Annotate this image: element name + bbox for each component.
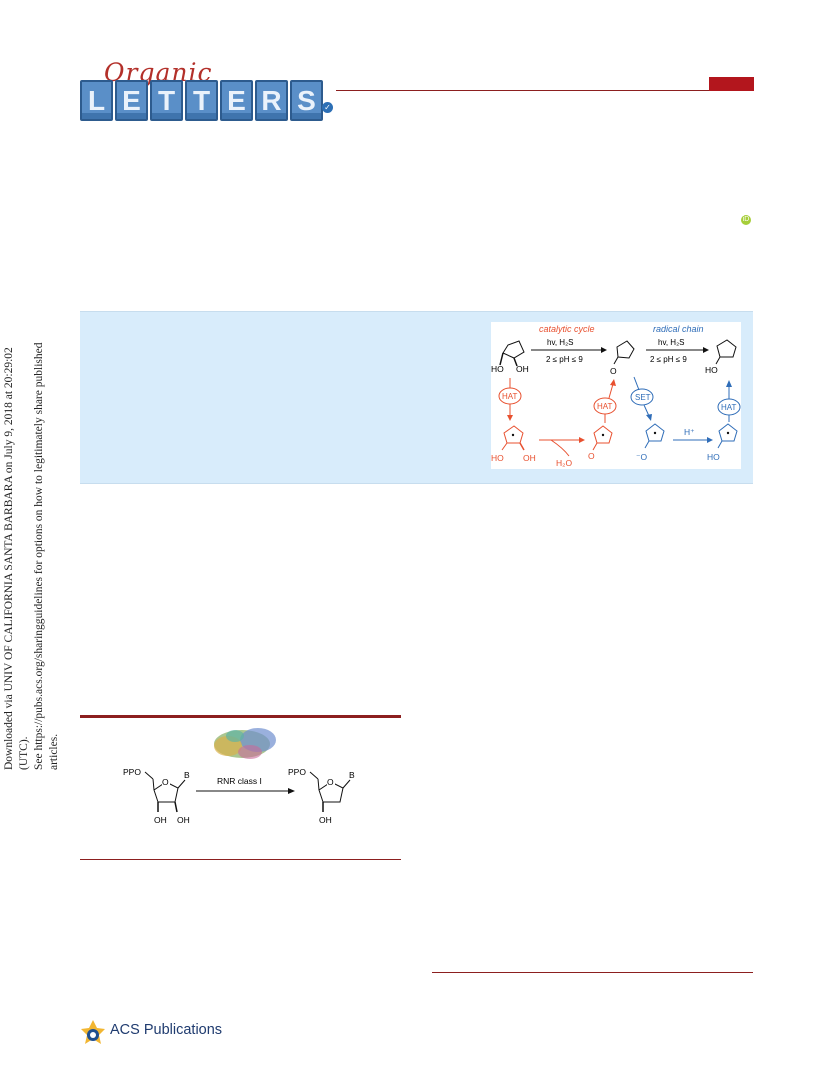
alcohol-ho-label: HO [705,365,718,375]
left-ppo-label: PPO [123,767,141,777]
right-b-label: B [349,770,355,780]
rnr-scheme: PPO O B OH OH RNR class I PPO O B OH [123,728,355,825]
toc-scheme: catalytic cycle radical chain HO OH hv, … [491,324,741,468]
right-ring-o-label: O [327,777,334,787]
download-notice-line2[interactable]: See https://pubs.acs.org/sharingguidelin… [33,342,60,770]
checkmark-icon: ✓ [322,102,333,113]
download-notice: Downloaded via UNIV OF CALIFORNIA SANTA … [2,330,60,770]
right-ppo-label: PPO [288,767,306,777]
proton-label: H⁺ [684,427,695,437]
publisher-acs: ACS [110,1022,140,1038]
radical-o-label: O [588,451,595,461]
column-footnote-rule [432,972,753,973]
alcohol-ring [716,339,737,358]
conditions-2: hv, H₂S [658,338,685,347]
diol-ho-label: HO [491,364,504,374]
enzyme-label: RNR class I [217,776,262,786]
radical-alcohol-ho-label: HO [707,452,720,462]
radical-ketone-ring [593,425,613,444]
toc-graphic: catalytic cycle radical chain HO OH hv, … [491,322,741,469]
catalytic-cycle-label: catalytic cycle [539,324,595,334]
alkoxide-label: ⁻O [636,452,647,462]
diol-oh-label: OH [516,364,529,374]
scheme-top-rule [80,715,401,718]
radical-ho-label: HO [491,453,504,463]
ketone-ring [616,340,635,359]
publisher-publications: Publications [139,1022,223,1038]
hat-label-1: HAT [502,392,518,401]
diol-ring [502,340,525,359]
conditions-1: hv, H₂S [547,338,574,347]
logo-letter: T [150,80,183,121]
radical-anion-ring [645,423,665,442]
protein-structure-image [214,728,276,759]
logo-letter: E [220,80,253,121]
logo-letter: S [290,80,323,121]
logo-letter: T [185,80,218,121]
publisher-name: ACS Publications [110,1022,222,1038]
ph-range-2: 2 ≤ pH ≤ 9 [650,355,687,364]
set-label: SET [635,393,651,402]
left-oh-2-label: OH [154,815,167,825]
hat-label-3: HAT [721,403,737,412]
radical-diol-ring [503,425,524,444]
logo-letter: R [255,80,288,121]
left-oh-3-label: OH [177,815,190,825]
right-oh-label: OH [319,815,332,825]
download-notice-line1: Downloaded via UNIV OF CALIFORNIA SANTA … [3,347,30,770]
radical-alcohol-ring [718,423,738,442]
water-label: H₂O [556,458,572,468]
ph-range-1: 2 ≤ pH ≤ 9 [546,355,583,364]
header-rule [336,90,754,91]
journal-logo: L E T T E R S [80,80,323,121]
left-b-label: B [184,770,190,780]
orcid-icon[interactable]: iD [741,215,751,225]
radical-oh-label: OH [523,453,536,463]
logo-letter: L [80,80,113,121]
radical-chain-label: radical chain [653,324,704,334]
ketone-o-label: O [610,366,617,376]
scheme-bottom-rule [80,859,401,860]
acs-logo-icon [81,1020,105,1044]
hat-label-2: HAT [597,402,613,411]
header-tab [709,77,754,91]
left-ring-o-label: O [162,777,169,787]
logo-letter: E [115,80,148,121]
